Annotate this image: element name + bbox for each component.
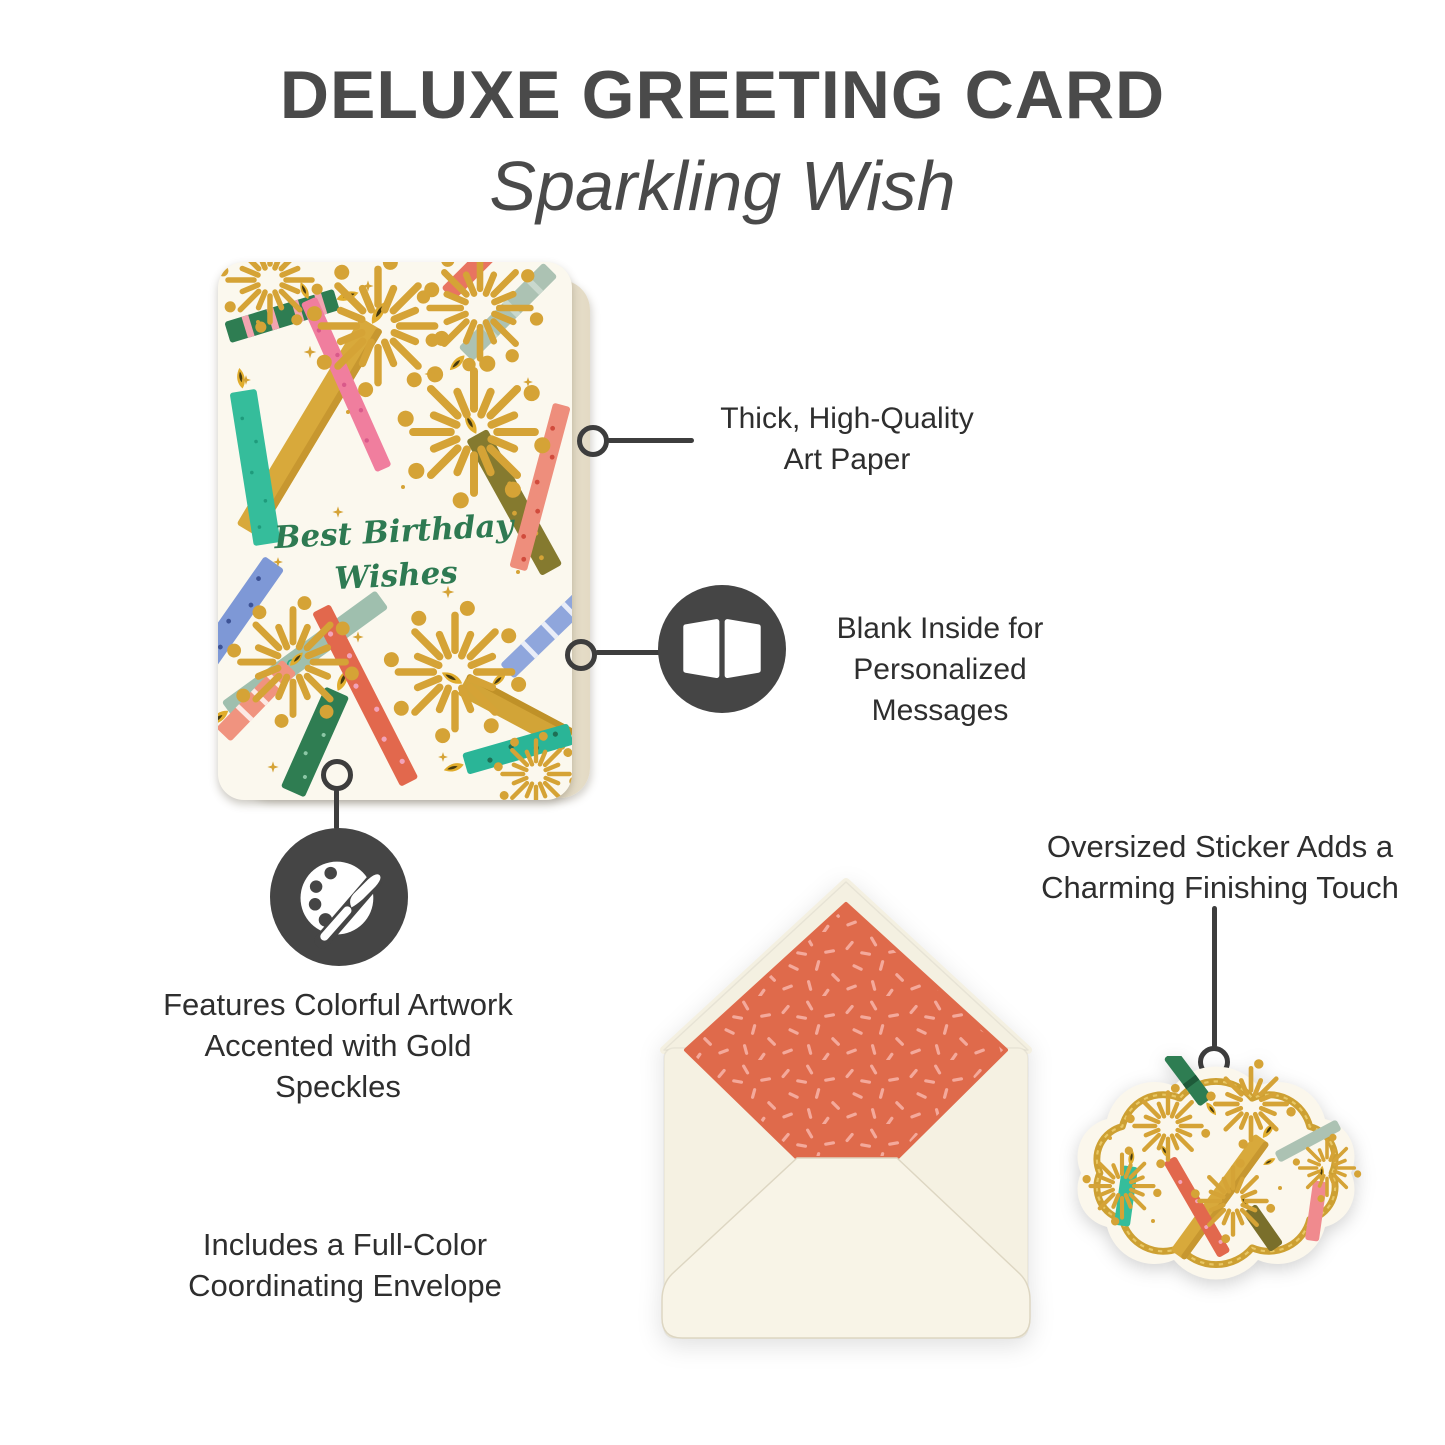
sticker-candle-sage xyxy=(1261,1120,1341,1168)
callout-artwork-label: Features Colorful Artwork Accented with … xyxy=(163,987,513,1104)
candle-coral-dotted xyxy=(509,403,571,571)
sticker-candle-coral xyxy=(1158,1143,1230,1258)
card-candles-artwork xyxy=(218,262,572,800)
callout-sticker-label: Oversized Sticker Adds a Charming Finish… xyxy=(1041,829,1399,905)
candle-coral-long xyxy=(313,605,418,786)
open-book-icon xyxy=(658,585,786,713)
greeting-card: Best Birthday Wishes xyxy=(218,262,572,800)
connector-line-artwork xyxy=(334,789,339,830)
page-title: DELUXE GREETING CARD xyxy=(279,57,1166,133)
connector-line-sticker xyxy=(1212,906,1217,1048)
connector-line-blank-inside xyxy=(595,650,662,655)
connector-circle-art-paper xyxy=(577,425,609,457)
callout-art-paper-label: Thick, High-Quality Art Paper xyxy=(720,402,974,476)
page-subtitle: Sparkling Wish xyxy=(489,147,956,225)
sticker-graphic xyxy=(1077,1056,1362,1280)
candle-teal xyxy=(230,367,281,546)
connector-line-art-paper xyxy=(607,438,694,443)
connector-circle-blank-inside xyxy=(565,639,597,671)
gold-starburst xyxy=(420,262,541,368)
connector-circle-artwork xyxy=(321,759,353,791)
envelope-bottom-fold xyxy=(661,1157,1031,1339)
candle-blue-dotted xyxy=(218,557,284,667)
card-message: Best Birthday Wishes xyxy=(273,507,515,598)
candle-pink xyxy=(297,280,391,472)
candle-periwinkle-striped xyxy=(489,585,572,689)
callout-blank-inside-label: Blank Inside for Personalized Messages xyxy=(836,612,1044,727)
envelope-graphic xyxy=(660,878,1032,1339)
callout-envelope-label: Includes a Full-Color Coordinating Envel… xyxy=(188,1227,502,1303)
sticker-cloud xyxy=(1077,1066,1355,1280)
sticker-candle-green xyxy=(1164,1056,1219,1117)
gold-starburst xyxy=(387,604,523,740)
palette-brush-icon xyxy=(270,828,408,966)
sticker-candle-olive xyxy=(1238,1194,1283,1252)
